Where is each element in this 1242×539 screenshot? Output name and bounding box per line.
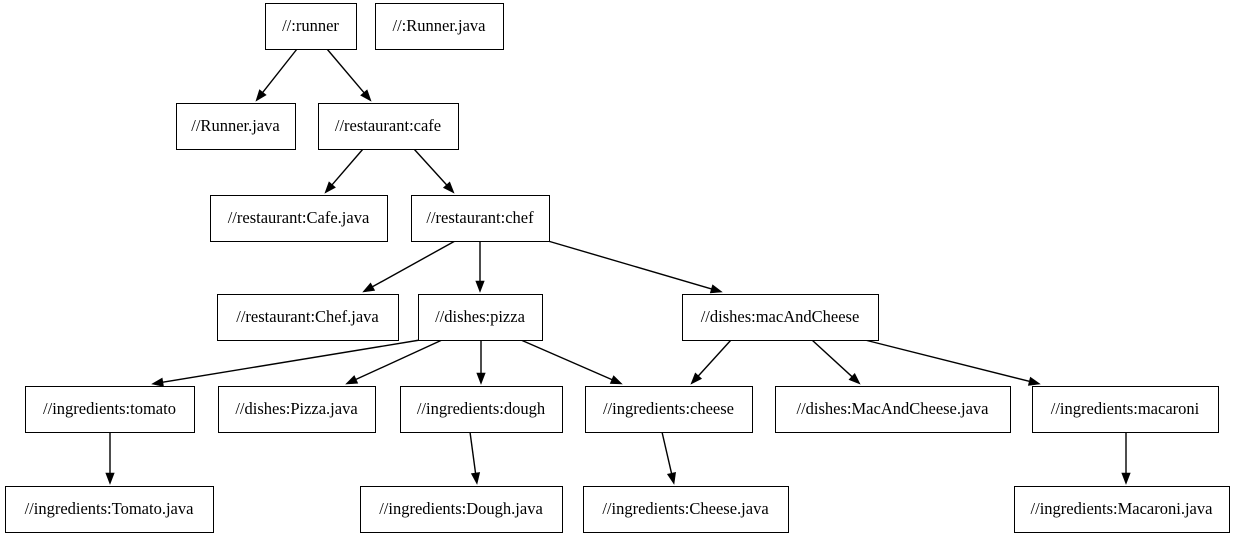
graph-node-label: //restaurant:cafe: [335, 116, 441, 135]
graph-node-ing_macaroni_java[interactable]: //ingredients:Macaroni.java: [1013, 485, 1231, 534]
graph-node-label: //ingredients:Cheese.java: [602, 499, 769, 518]
graph-node-ing_tomato_java[interactable]: //ingredients:Tomato.java: [4, 485, 215, 534]
graph-node-label: //:Runner.java: [392, 16, 486, 35]
graph-edge-dishes_macandcheese-to-ing_cheese: [690, 339, 732, 385]
graph-node-label: //ingredients:macaroni: [1051, 399, 1200, 418]
graph-node-label: //restaurant:Cafe.java: [228, 208, 370, 227]
graph-node-label: //ingredients:dough: [417, 399, 546, 418]
graph-edges-layer: [105, 48, 1131, 485]
graph-node-restaurant_cafe_java[interactable]: //restaurant:Cafe.java: [209, 194, 389, 243]
graph-edge-restaurant_cafe-to-restaurant_chef: [413, 148, 455, 194]
graph-node-runner[interactable]: //:runner: [264, 2, 358, 51]
graph-edge-ing_cheese-to-ing_cheese_java: [661, 431, 676, 485]
graph-node-restaurant_cafe[interactable]: //restaurant:cafe: [317, 102, 460, 151]
graph-node-label: //dishes:Pizza.java: [235, 399, 358, 418]
graph-node-label: //ingredients:Tomato.java: [25, 499, 195, 518]
graph-node-ing_cheese[interactable]: //ingredients:cheese: [584, 385, 754, 434]
graph-node-ing_cheese_java[interactable]: //ingredients:Cheese.java: [582, 485, 790, 534]
graph-node-label: //ingredients:tomato: [43, 399, 176, 418]
graph-edge-restaurant_chef-to-restaurant_chef_java: [362, 240, 456, 293]
graph-node-ing_dough[interactable]: //ingredients:dough: [399, 385, 564, 434]
graph-edge-runner-to-restaurant_cafe: [326, 48, 372, 102]
graph-node-ing_macaroni[interactable]: //ingredients:macaroni: [1031, 385, 1220, 434]
graph-node-label: //dishes:MacAndCheese.java: [797, 399, 990, 418]
graph-node-label: //restaurant:Chef.java: [236, 307, 379, 326]
graph-node-dishes_pizza_java[interactable]: //dishes:Pizza.java: [217, 385, 377, 434]
graph-node-label: //ingredients:Macaroni.java: [1031, 499, 1214, 518]
graph-edge-runner-to-runner_java: [255, 48, 298, 102]
graph-node-dishes_macandcheese[interactable]: //dishes:macAndCheese: [681, 293, 880, 342]
graph-edge-dishes_pizza-to-ing_tomato: [151, 339, 421, 387]
graph-node-dishes_pizza[interactable]: //dishes:pizza: [417, 293, 544, 342]
graph-node-ing_dough_java[interactable]: //ingredients:Dough.java: [359, 485, 564, 534]
graph-node-label: //restaurant:chef: [426, 208, 534, 227]
graph-node-label: //dishes:pizza: [435, 307, 525, 326]
graph-node-ing_tomato[interactable]: //ingredients:tomato: [24, 385, 196, 434]
graph-node-dishes_mac_java[interactable]: //dishes:MacAndCheese.java: [774, 385, 1012, 434]
graph-edge-dishes_macandcheese-to-dishes_mac_java: [811, 339, 861, 385]
graph-node-label: //ingredients:Dough.java: [379, 499, 543, 518]
graph-node-label: //:runner: [282, 16, 339, 35]
graph-edge-restaurant_chef-to-dishes_macandcheese: [547, 240, 723, 294]
graph-edge-dishes_pizza-to-ing_cheese: [520, 339, 623, 385]
graph-node-label: //ingredients:cheese: [603, 399, 734, 418]
graph-edge-dishes_pizza-to-ing_dough: [476, 340, 486, 385]
graph-edge-ing_macaroni-to-ing_macaroni_java: [1121, 432, 1131, 485]
graph-edge-dishes_pizza-to-dishes_pizza_java: [345, 339, 443, 385]
graph-node-restaurant_chef[interactable]: //restaurant:chef: [410, 194, 551, 243]
graph-edge-dishes_macandcheese-to-ing_macaroni: [864, 339, 1041, 386]
graph-node-runner_java_root[interactable]: //:Runner.java: [374, 2, 505, 51]
graph-edge-restaurant_cafe-to-restaurant_cafe_java: [324, 148, 364, 194]
graph-node-label: //Runner.java: [191, 116, 280, 135]
graph-edge-ing_dough-to-ing_dough_java: [469, 431, 481, 485]
graph-edge-restaurant_chef-to-dishes_pizza: [475, 241, 485, 293]
graph-nodes-layer: //:runner //:Runner.java //Runner.java //re…: [4, 2, 1231, 534]
graph-node-label: //dishes:macAndCheese: [701, 307, 860, 326]
graph-edge-ing_tomato-to-ing_tomato_java: [105, 432, 115, 485]
graph-node-restaurant_chef_java[interactable]: //restaurant:Chef.java: [216, 293, 400, 342]
graph-node-runner_java[interactable]: //Runner.java: [175, 102, 297, 151]
